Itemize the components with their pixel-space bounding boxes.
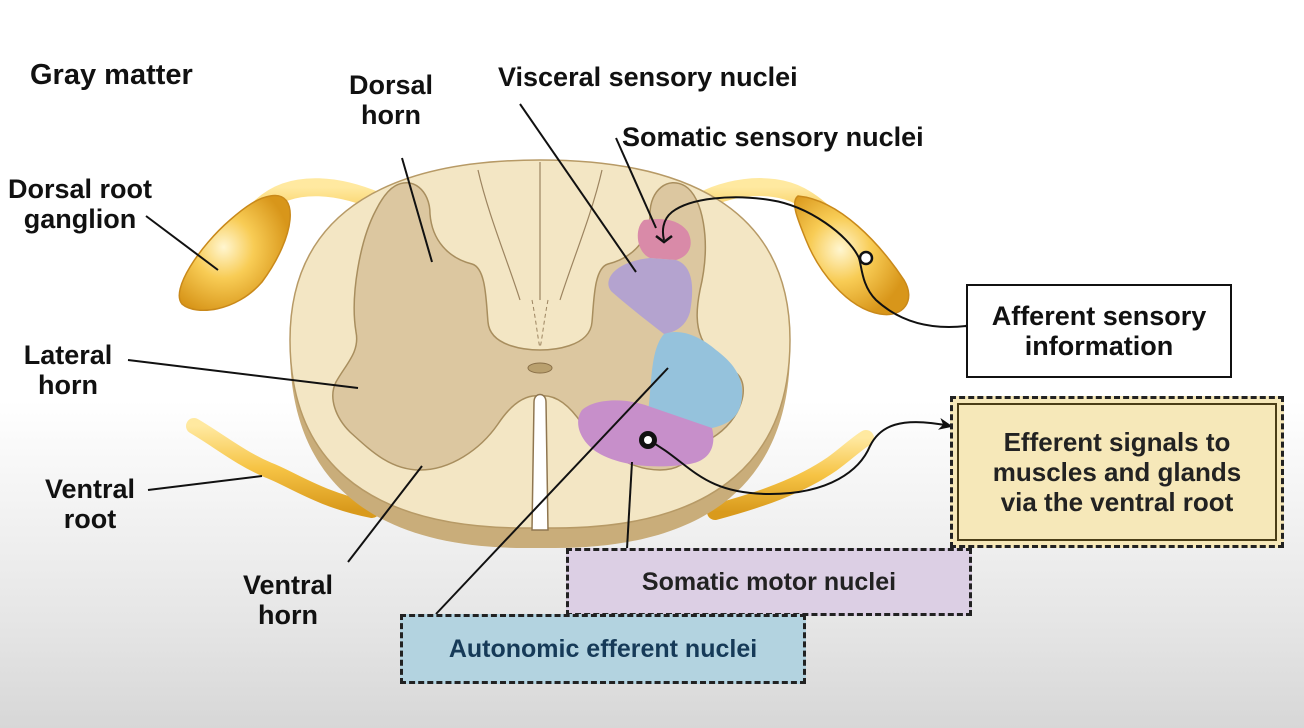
- dorsal-septum-left: [477, 169, 521, 301]
- afferent-sensory-info-box: Afferent sensory information: [966, 284, 1232, 378]
- dorsal-septum-right: [559, 169, 603, 301]
- label-dorsal-root-ganglion: Dorsal root ganglion: [7, 174, 153, 234]
- left-dorsal-root-ganglion: [178, 194, 291, 311]
- efferent-signals-text: Efferent signals to muscles and glands v…: [992, 427, 1242, 517]
- leader-dorsal-root-ganglion: [145, 215, 219, 271]
- efferent-pathway: [647, 417, 953, 496]
- label-somatic-sensory-nuclei: Somatic sensory nuclei: [622, 122, 924, 152]
- label-dorsal-horn: Dorsal horn: [348, 70, 434, 130]
- label-gray-matter: Gray matter: [30, 59, 193, 91]
- afferent-pathway: [662, 196, 978, 331]
- autonomic-efferent-region: [648, 331, 743, 428]
- leader-visceral-sensory: [519, 103, 637, 273]
- ventral-median-fissure: [531, 393, 549, 531]
- visceral-sensory-region: [608, 258, 693, 334]
- leader-somatic-sensory: [615, 137, 657, 229]
- autonomic-efferent-nuclei-box: Autonomic efferent nuclei: [400, 614, 806, 684]
- dorsal-root-ganglion-neuron: [858, 250, 874, 266]
- label-lateral-horn: Lateral horn: [23, 340, 113, 400]
- right-dorsal-root-ganglion: [794, 195, 910, 316]
- synapse-terminal: [655, 235, 673, 244]
- label-visceral-sensory-nuclei: Visceral sensory nuclei: [498, 62, 798, 92]
- right-ventral-root: [707, 430, 874, 520]
- somatic-motor-nuclei-box: Somatic motor nuclei: [566, 548, 972, 616]
- central-canal: [527, 362, 553, 374]
- motor-neuron-soma: [639, 431, 657, 449]
- leader-ventral-horn: [347, 465, 423, 563]
- left-ventral-root: [186, 418, 380, 518]
- leader-ventral-root: [147, 475, 263, 491]
- leader-lateral-horn: [127, 359, 359, 389]
- leader-autonomic-efferent: [435, 367, 669, 615]
- leader-dorsal-horn: [401, 157, 433, 263]
- label-ventral-horn: Ventral horn: [242, 570, 334, 630]
- efferent-signals-box: Efferent signals to muscles and glands v…: [950, 396, 1284, 548]
- label-ventral-root: Ventral root: [44, 474, 136, 534]
